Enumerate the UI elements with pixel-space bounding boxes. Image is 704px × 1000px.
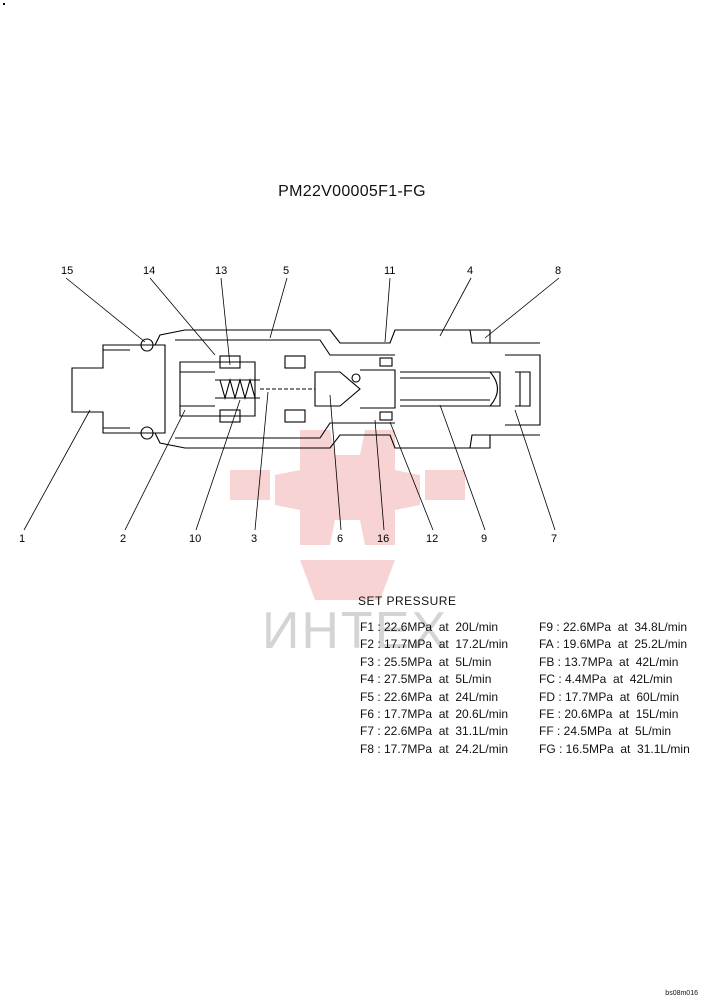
set-pressure-item: F6 : 17.7MPa at 20.6L/min [360,706,509,721]
part-label-7: 7 [551,533,557,545]
part-label-2: 2 [120,533,126,545]
part-label-3: 3 [251,533,257,545]
part-label-5: 5 [283,265,289,277]
set-pressure-item: FB : 13.7MPa at 42L/min [539,654,679,669]
set-pressure-heading: SET PRESSURE [358,594,457,608]
drawing-title: PM22V00005F1-FG [278,183,426,200]
set-pressure-item: FD : 17.7MPa at 60L/min [539,689,680,704]
part-label-8: 8 [555,265,561,277]
set-pressure-item: F1 : 22.6MPa at 20L/min [360,620,499,634]
set-pressure-list-right: F9 : 22.6MPa at 34.8L/min FA : 19.6MPa a… [539,619,690,758]
set-pressure-item: F8 : 17.7MPa at 24.2L/min [360,741,509,756]
set-pressure-item: F7 : 22.6MPa at 31.1L/min [360,724,509,739]
part-label-14: 14 [143,265,155,277]
leader-lines [23,277,560,531]
set-pressure-item: F4 : 27.5MPa at 5L/min [360,672,492,687]
set-pressure-item: FA : 19.6MPa at 25.2L/min [539,637,688,652]
part-label-10: 10 [189,533,201,545]
part-label-6: 6 [337,533,343,545]
watermark-text: ИНТЕХ [262,602,449,660]
set-pressure-item: F3 : 25.5MPa at 5L/min [360,654,492,669]
part-number-labels: 15 14 13 5 11 4 8 1 2 10 3 6 16 12 9 7 [19,265,561,545]
part-label-9: 9 [481,533,487,545]
part-label-15: 15 [61,265,73,277]
part-label-4: 4 [467,265,473,277]
corner-dot [3,3,5,5]
set-pressure-item: FG : 16.5MPa at 31.1L/min [539,741,690,756]
watermark-logo [230,430,465,600]
set-pressure-item: F5 : 22.6MPa at 24L/min [360,689,499,704]
part-label-12: 12 [426,533,438,545]
set-pressure-item: FF : 24.5MPa at 5L/min [539,724,672,739]
part-label-1: 1 [19,533,25,545]
part-label-13: 13 [215,265,227,277]
valve-body [71,329,541,449]
set-pressure-item: F9 : 22.6MPa at 34.8L/min [539,620,688,634]
part-label-11: 11 [384,265,395,277]
set-pressure-item: F2 : 17.7MPa at 17.2L/min [360,637,509,652]
set-pressure-item: FC : 4.4MPa at 42L/min [539,672,673,687]
drawing-code: bs08m016 [665,990,698,997]
set-pressure-list-left: F1 : 22.6MPa at 20L/min F2 : 17.7MPa at … [360,619,508,758]
part-label-16: 16 [377,533,389,545]
set-pressure-item: FE : 20.6MPa at 15L/min [539,706,679,721]
